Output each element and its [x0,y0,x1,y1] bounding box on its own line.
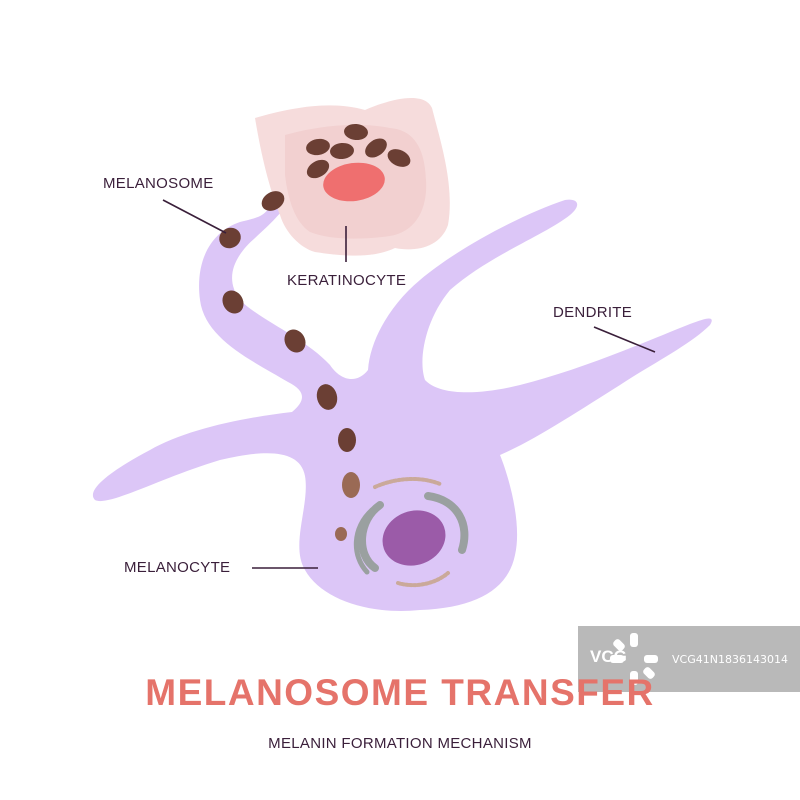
keratinocyte-melanosomes [306,123,411,179]
watermark-mark-icon [610,633,658,685]
melanosome [330,142,354,160]
melanosome [306,159,330,179]
melanosome-label: MELANOSOME [103,175,214,192]
melanosome [335,527,347,541]
dendrite-leader-line [593,326,656,353]
melanosome [344,123,368,141]
melanocyte-cell [92,190,712,611]
melanosome [316,384,338,410]
immature-melanosomes [335,472,360,541]
melanocyte-label: MELANOCYTE [124,559,231,576]
keratinocyte-nucleus [323,162,385,202]
melanosome [261,191,285,211]
diagram-title: MELANOSOME TRANSFER [145,672,655,713]
melanosome [222,290,244,314]
dendrite-label: DENDRITE [553,304,633,321]
leader-lines [162,199,656,569]
melanosome [306,138,330,156]
melanosome [342,472,360,498]
melanosome [387,149,411,167]
golgi-apparatus [353,492,469,575]
keratinocyte-label: KERATINOCYTE [287,272,407,289]
mitochondria [373,476,450,588]
melanocyte-nucleus [382,510,446,566]
diagram-subtitle: MELANIN FORMATION MECHANISM [268,735,532,752]
watermark-id: VCG41N1836143014 [672,653,788,666]
melanosome-leader-line [162,199,227,234]
melanosome [338,428,356,452]
melanosome [284,329,306,353]
melanosome [365,138,387,158]
